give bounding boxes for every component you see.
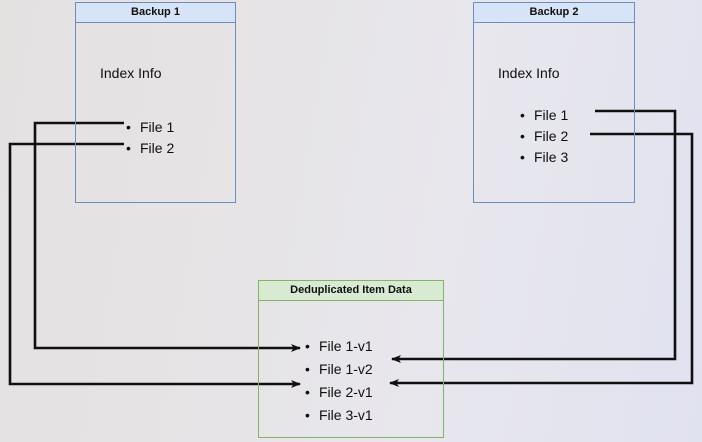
dedup-body: File 1-v1 File 1-v2 File 2-v1 File 3-v1 [259,301,443,437]
list-item: File 1 [518,105,568,126]
list-item: File 3 [518,147,568,168]
backup2-body: Index Info File 1 File 2 File 3 [474,23,634,202]
backup1-node[interactable]: Backup 1 Index Info File 1 File 2 [75,2,236,203]
backup1-title: Backup 1 [76,3,235,23]
list-item: File 2 [518,126,568,147]
backup2-file-list: File 1 File 2 File 3 [518,105,568,168]
dedup-node[interactable]: Deduplicated Item Data File 1-v1 File 1-… [258,280,444,438]
backup1-body: Index Info File 1 File 2 [76,23,235,202]
list-item: File 3-v1 [303,404,373,427]
dedup-title: Deduplicated Item Data [259,281,443,301]
backup1-file-list: File 1 File 2 [124,117,174,159]
backup2-node[interactable]: Backup 2 Index Info File 1 File 2 File 3 [473,2,635,203]
list-item: File 1-v1 [303,335,373,358]
backup2-title: Backup 2 [474,3,634,23]
list-item: File 1-v2 [303,358,373,381]
list-item: File 2 [124,138,174,159]
list-item: File 1 [124,117,174,138]
list-item: File 2-v1 [303,381,373,404]
dedup-item-list: File 1-v1 File 1-v2 File 2-v1 File 3-v1 [303,335,373,427]
backup1-index-label: Index Info [100,65,162,81]
backup2-index-label: Index Info [498,65,560,81]
